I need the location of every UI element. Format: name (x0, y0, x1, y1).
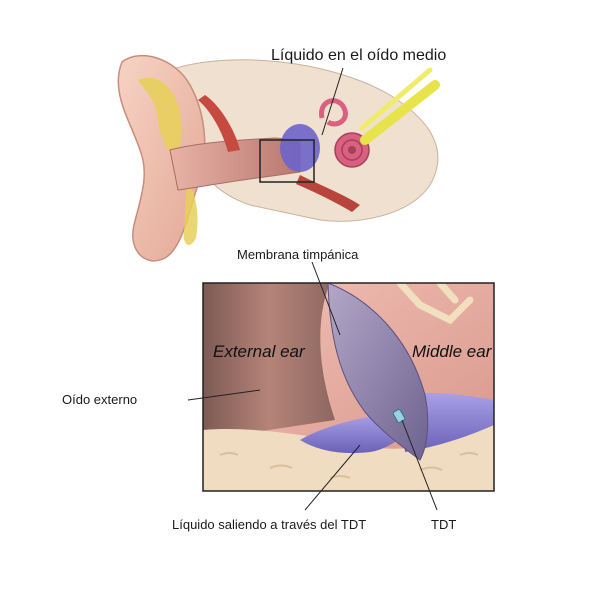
middle-ear-fluid (280, 124, 320, 172)
external-ear-label: External ear (213, 342, 305, 361)
title-label: Líquido en el oído medio (271, 47, 447, 64)
ear-cross-section (117, 54, 440, 262)
auditory-nerve (360, 80, 440, 145)
title-pointer (321, 67, 344, 136)
tissue-band-2 (296, 175, 360, 212)
membrana-pointer (311, 261, 341, 336)
outer-ear-label: Oído externo (62, 392, 138, 407)
liquido-pointer (304, 444, 361, 511)
zoom-box (259, 139, 315, 183)
oido-externo-pointer (187, 389, 261, 401)
tdt-label: TDT (431, 517, 457, 532)
bone-floor (203, 422, 494, 491)
zoom-panel (202, 282, 495, 492)
tdt-pointer (401, 419, 438, 511)
auricle (117, 54, 206, 262)
cartilage-lower (183, 180, 198, 245)
tympanic-membrane-label: Membrana timpánica (237, 247, 359, 262)
ossicles (396, 283, 474, 325)
middle-ear-label: Middle ear (412, 342, 492, 361)
cartilage (138, 77, 182, 160)
external-canal (203, 283, 335, 440)
tissue-band (198, 95, 240, 152)
fluid-through-tube-label: Líquido saliendo a través del TDT (172, 517, 367, 532)
semicircular-canals (319, 98, 348, 127)
